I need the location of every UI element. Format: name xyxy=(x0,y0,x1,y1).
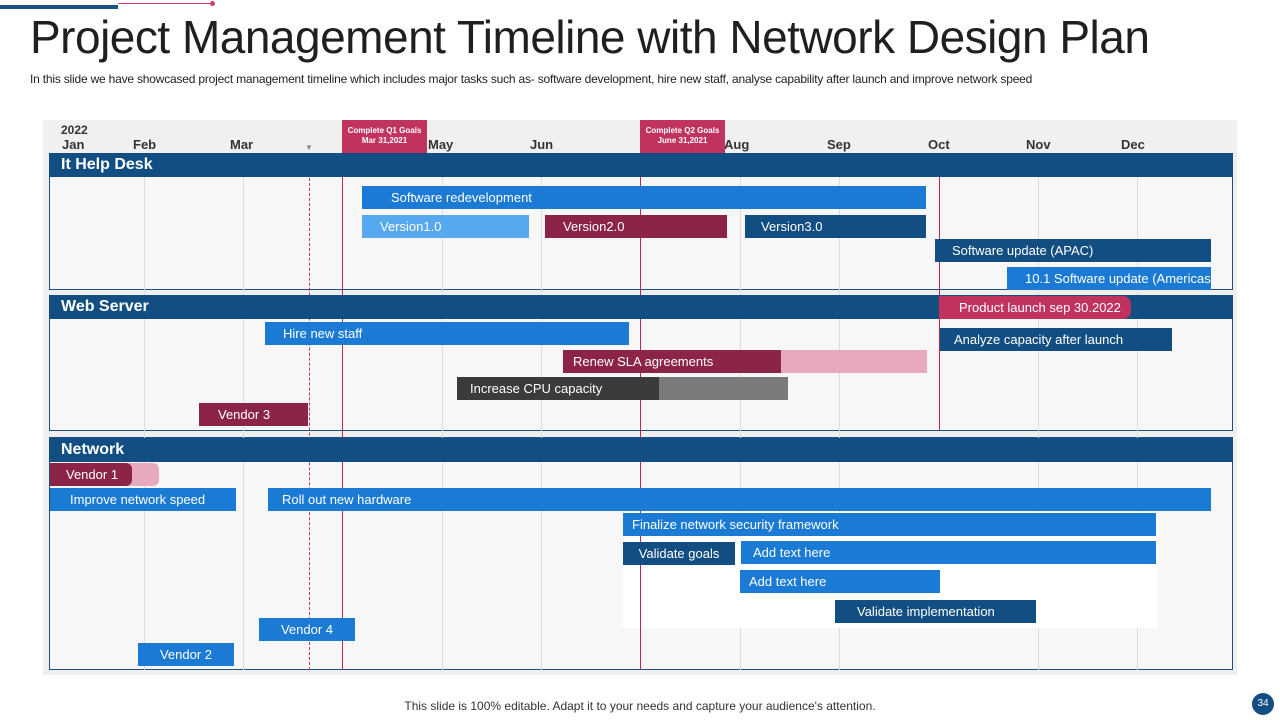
page-title: Project Management Timeline with Network… xyxy=(30,11,1150,63)
gridline xyxy=(1137,153,1138,670)
gridline xyxy=(740,153,741,670)
task-bar[interactable]: Increase CPU capacity xyxy=(457,377,659,400)
month-label: Mar xyxy=(230,137,254,152)
task-progress-remaining xyxy=(125,463,159,486)
accent-line-thin xyxy=(118,3,212,4)
task-bar[interactable]: Add text here xyxy=(740,570,940,593)
accent-line xyxy=(0,5,118,9)
gridline xyxy=(144,153,145,670)
gridline xyxy=(541,153,542,670)
task-bar[interactable]: Analyze capacity after launch xyxy=(940,328,1172,351)
task-bar[interactable]: 10.1 Software update (Americas) xyxy=(1007,267,1211,290)
goal-tag-q1[interactable]: Complete Q1 Goals Mar 31,2021 xyxy=(342,120,427,153)
task-bar[interactable]: Vendor 4 xyxy=(259,618,355,641)
task-bar[interactable]: Vendor 1 xyxy=(50,463,132,486)
task-bar[interactable]: Validate goals xyxy=(623,542,735,565)
section-header-help-desk: It Help Desk xyxy=(49,153,1233,177)
task-progress-remaining xyxy=(781,350,927,373)
task-bar[interactable]: Vendor 3 xyxy=(199,403,308,426)
milestone-line-q2 xyxy=(640,153,641,670)
gridline xyxy=(839,153,840,670)
year-label: 2022 xyxy=(61,123,88,137)
month-label: Aug xyxy=(724,137,750,152)
goal-title: Complete Q2 Goals xyxy=(645,126,720,135)
month-label: May xyxy=(428,137,454,152)
month-label: Oct xyxy=(928,137,950,152)
footer-note: This slide is 100% editable. Adapt it to… xyxy=(404,699,876,713)
task-bar[interactable]: Renew SLA agreements xyxy=(563,350,781,373)
today-marker-icon: ▼ xyxy=(305,143,313,152)
task-bar[interactable]: Hire new staff xyxy=(265,322,629,345)
milestone-line-launch xyxy=(939,153,940,430)
gridline xyxy=(442,153,443,670)
section-header-network: Network xyxy=(49,438,1233,462)
goal-tag-q2[interactable]: Complete Q2 Goals June 31,2021 xyxy=(640,120,725,153)
task-progress-remaining xyxy=(659,377,788,400)
goal-date: June 31,2021 xyxy=(657,136,708,145)
page-number: 34 xyxy=(1252,693,1274,715)
task-bar[interactable]: Validate implementation xyxy=(835,600,1036,623)
task-bar[interactable]: Version1.0 xyxy=(362,215,529,238)
launch-tag[interactable]: Product launch sep 30.2022 xyxy=(939,296,1131,319)
month-label: Sep xyxy=(827,137,851,152)
month-label: Nov xyxy=(1026,137,1051,152)
task-bar[interactable]: Software update (APAC) xyxy=(935,239,1211,262)
milestone-line-q1 xyxy=(342,153,343,670)
gridline xyxy=(1038,153,1039,670)
task-bar[interactable]: Version3.0 xyxy=(745,215,926,238)
task-bar[interactable]: Version2.0 xyxy=(545,215,727,238)
task-bar[interactable]: Roll out new hardware xyxy=(268,488,1211,511)
goal-title: Complete Q1 Goals xyxy=(347,126,422,135)
month-label: Dec xyxy=(1121,137,1145,152)
month-label: Feb xyxy=(133,137,157,152)
month-label: Jun xyxy=(530,137,554,152)
task-bar[interactable]: Vendor 2 xyxy=(138,643,234,666)
month-label: Jan xyxy=(62,137,85,152)
task-bar[interactable]: Software redevelopment xyxy=(362,186,926,209)
goal-date: Mar 31,2021 xyxy=(361,136,408,145)
task-bar[interactable]: Finalize network security framework xyxy=(623,513,1156,536)
task-bar[interactable]: Improve network speed xyxy=(50,488,236,511)
page-subtitle: In this slide we have showcased project … xyxy=(30,72,1033,86)
today-dashed-line xyxy=(309,153,310,670)
accent-dot xyxy=(210,1,215,6)
task-bar[interactable]: Add text here xyxy=(741,541,1156,564)
